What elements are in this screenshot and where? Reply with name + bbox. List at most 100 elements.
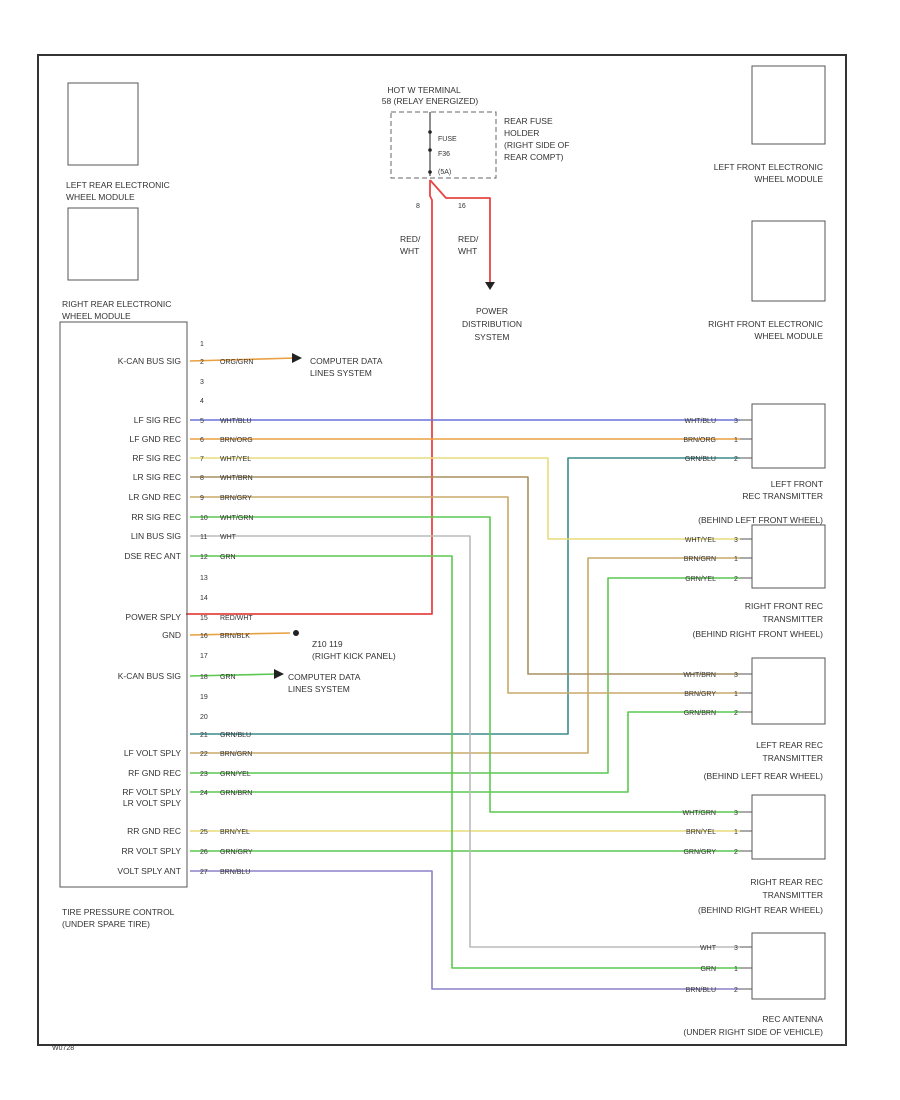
rf-gnd-wire [190,577,740,774]
transmitter-pin-number: 2 [734,576,738,583]
transmitter-wire-color: GRN/YEL [685,576,716,583]
footer-code: W0728 [52,1045,74,1052]
wire-left-label-1: RED/ [400,234,421,244]
transmitter-wire-color: BRN/BLU [686,987,716,994]
power-dist-wire [429,179,491,284]
pin-wire-color: GRN/GRY [220,849,253,856]
pin-wire-color: WHT/BRN [220,475,253,482]
pin-label: GND [162,630,181,640]
pin-number: 23 [200,771,208,778]
transmitter-wire-color: BRN/ORG [683,437,716,444]
pin-wire-color: WHT [220,534,237,541]
transmitter-pin-number: 2 [734,456,738,463]
pin-number: 25 [200,829,208,836]
transmitter-pin-number: 3 [734,810,738,817]
transmitter-pin-number: 2 [734,987,738,994]
wire-layer [186,179,740,990]
transmitter-pin-number: 1 [734,829,738,836]
lf-volt-wire [190,457,740,735]
pin-number: 11 [200,534,207,541]
fuse-dot-3 [428,170,432,174]
fuse-holder-label-1: REAR FUSE [504,116,553,126]
transmitter-caption: RIGHT REAR REC [750,877,823,887]
transmitter-caption: TRANSMITTER [763,614,823,624]
rf-sig-wire [190,457,740,540]
pin-wire-color: WHT/GRN [220,515,253,522]
pin-label: LR GND REC [129,492,181,502]
transmitter-wire-color: WHT/GRN [683,810,716,817]
transmitter-wire-color: GRN/BRN [684,710,716,717]
pin-wire-color: GRN/BRN [220,790,252,797]
ground-ref-line-2: (RIGHT KICK PANEL) [312,651,396,661]
lr-sig-wire [190,476,740,675]
computer-data-ref-2-line-2: LINES SYSTEM [288,684,350,694]
hot-terminal-label: HOT W TERMINAL [387,85,461,95]
pin-label: RR SIG REC [131,512,181,522]
fuse-label-2: F36 [438,151,450,158]
pin-wire-color: BRN/BLK [220,633,250,640]
kcan-arrow-1 [292,353,302,363]
pin-number: 6 [200,437,204,444]
pin-label: VOLT SPLY ANT [117,866,181,876]
rf-volt-wire [190,557,740,754]
pin-wire-color: GRN/YEL [220,771,251,778]
right-front-wheel-module-box [751,220,826,302]
fuse-holder-label-3: (RIGHT SIDE OF [504,140,570,150]
pin-wire-color: GRN/BLU [220,732,251,739]
transmitter-caption: RIGHT FRONT REC [745,601,823,611]
pin-label: LR SIG REC [133,472,181,482]
transmitter-wire-color: GRN/BLU [685,456,716,463]
pin-number: 12 [200,554,208,561]
power-dist-label-1: POWER [476,306,508,316]
power-dist-label-2: DISTRIBUTION [462,319,522,329]
control-module-title-1: TIRE PRESSURE CONTROL [62,907,175,917]
pin-label: RF VOLT SPLY [122,787,181,797]
ground-wire [189,632,291,636]
pin-number: 8 [200,475,204,482]
pin-wire-color: WHT/BLU [220,418,252,425]
pin-number: 27 [200,869,208,876]
lr-gnd-wire [190,496,740,694]
transmitter-wire-color: WHT/BRN [683,672,716,679]
kcan-arrow-2 [274,669,284,679]
left-rear-wheel-module-box [67,82,139,166]
pin-number: 16 [200,633,208,640]
right-front-wheel-module-label-2: WHEEL MODULE [754,331,823,341]
wire-left-label-2: WHT [400,246,419,256]
pin-label: LIN BUS SIG [131,531,181,541]
right-front-wheel-module-label-1: RIGHT FRONT ELECTRONIC [708,319,823,329]
computer-data-ref-2-line-1: COMPUTER DATA [288,672,361,682]
right-rear-wheel-module-label-2: WHEEL MODULE [62,311,131,321]
pin-number: 17 [200,653,208,660]
pin-number: 13 [200,575,208,582]
transmitter-caption: LEFT FRONT [771,479,823,489]
pin-wire-color: BRN/YEL [220,829,250,836]
left-rear-wheel-module-label-2: WHEEL MODULE [66,192,135,202]
right-rear-wheel-module-label-1: RIGHT REAR ELECTRONIC [62,299,171,309]
transmitter-caption: TRANSMITTER [763,890,823,900]
right-rear-wheel-module-box [67,207,139,281]
transmitter-caption: LEFT REAR REC [756,740,823,750]
transmitter-caption: TRANSMITTER [763,753,823,763]
left-front-wheel-module-label-1: LEFT FRONT ELECTRONIC [714,162,823,172]
relay-energized-label: 58 (RELAY ENERGIZED) [382,96,479,106]
pin-label: RR VOLT SPLY [121,846,181,856]
pin-label: LF GND REC [130,434,181,444]
left-rear-transmitter-box [751,657,826,725]
pin-number: 20 [200,714,208,721]
fuse-dot-1 [428,130,432,134]
left-front-wheel-module-label-2: WHEEL MODULE [754,174,823,184]
ground-ref-line-1: Z10 119 [312,639,343,649]
transmitter-pin-number: 1 [734,437,738,444]
pin-number: 15 [200,615,208,622]
pin-label: LR VOLT SPLY [123,798,181,808]
pin-wire-color: BRN/GRN [220,751,252,758]
computer-data-ref-1-line-1: COMPUTER DATA [310,356,383,366]
transmitter-pin-number: 3 [734,418,738,425]
rec-antenna-box [751,932,826,1000]
pin-wire-color: GRN [220,554,236,561]
pin-number: 4 [200,398,204,405]
left-rear-wheel-module-label-1: LEFT REAR ELECTRONIC [66,180,170,190]
